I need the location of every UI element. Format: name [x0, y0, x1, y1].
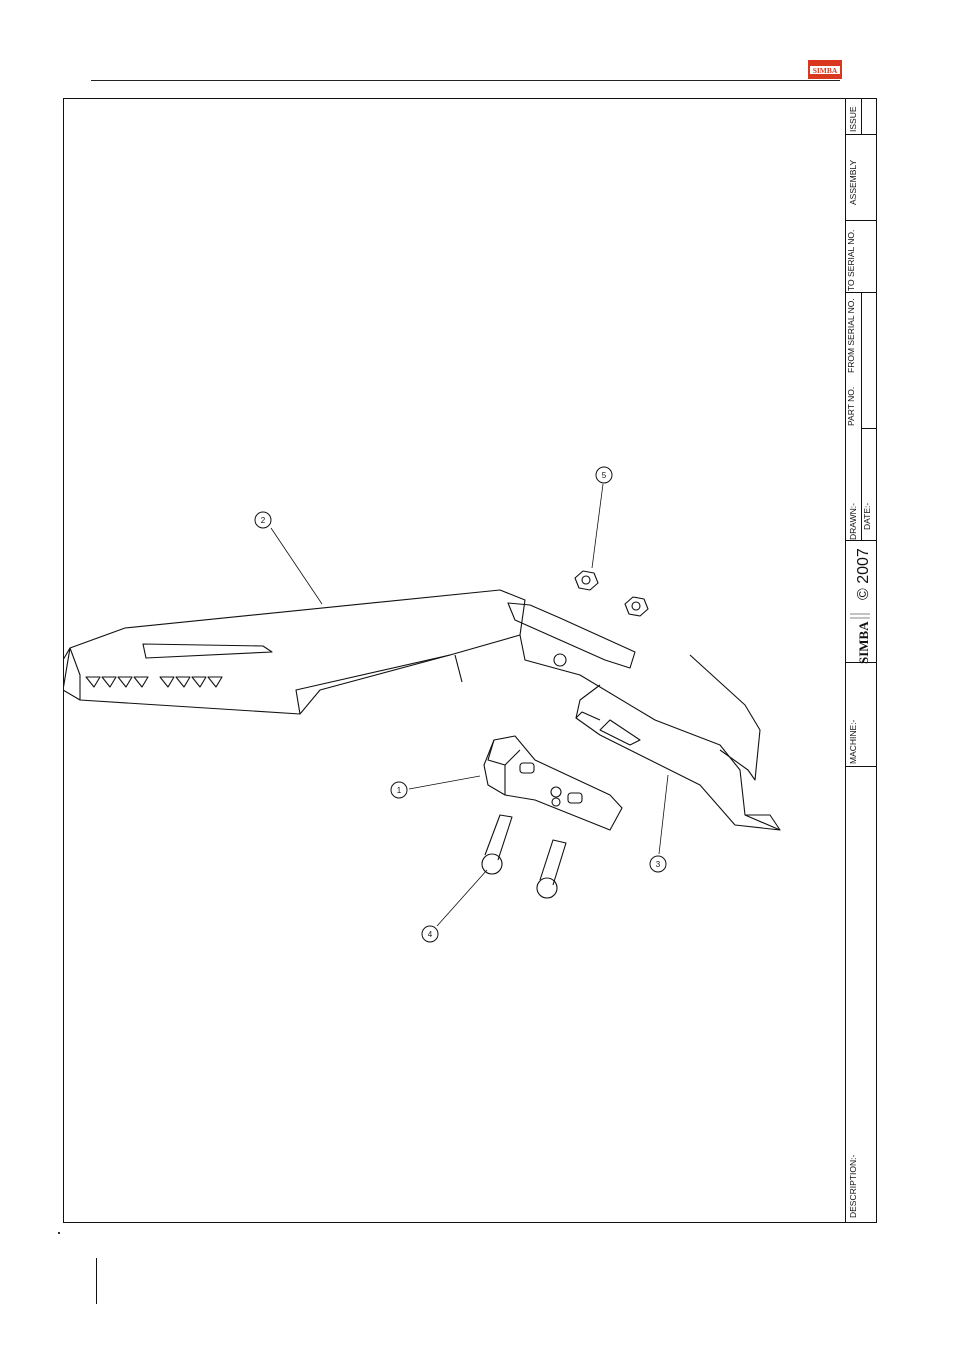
svg-text:3: 3: [656, 860, 661, 869]
title-block-rule: [861, 428, 877, 429]
date-label: DATE:-: [862, 503, 872, 530]
parts-drawing: 2 5 1 3 4: [63, 98, 845, 1223]
callout-3: 3: [650, 856, 666, 872]
header-rule: [91, 80, 840, 81]
svg-text:4: 4: [428, 930, 433, 939]
title-block-rule: [861, 98, 862, 134]
description-label: DESCRIPTION:-: [848, 1155, 858, 1218]
title-logo-text: SIMBA: [856, 621, 871, 664]
title-block-rule: [845, 220, 877, 221]
leg-holes: [86, 677, 222, 687]
simba-logo: SIMBA: [808, 60, 842, 79]
nut-part: [575, 571, 648, 616]
copyright-text: © 2007: [855, 548, 873, 600]
title-block-rule: [861, 292, 862, 428]
from-serial-label: FROM SERIAL NO.: [846, 298, 856, 373]
logo-text: SIMBA: [813, 66, 838, 75]
footer-margin-line: [96, 1258, 97, 1304]
part-no-label: PART NO.: [846, 387, 856, 426]
issue-label: ISSUE: [848, 106, 858, 132]
simba-logo-title-block: SIMBA: [848, 610, 872, 666]
drawn-label: DRAWN:-: [848, 503, 858, 540]
callout-2: 2: [255, 512, 271, 528]
machine-label: MACHINE:-: [848, 720, 858, 764]
title-block-rule: [845, 766, 877, 767]
to-serial-label: TO SERIAL NO.: [846, 230, 856, 291]
bolt-part: [482, 815, 566, 898]
leader-lines: [271, 484, 668, 926]
callout-1: 1: [391, 782, 407, 798]
title-block-rule: [845, 134, 877, 135]
svg-text:2: 2: [261, 516, 266, 525]
footer-dot: [58, 1232, 60, 1234]
assembly-label: ASSEMBLY: [848, 160, 858, 205]
callout-5: 5: [596, 467, 612, 483]
leg-part: [63, 590, 525, 714]
title-block-rule: [845, 540, 877, 541]
point-part: [508, 603, 780, 830]
svg-text:5: 5: [602, 471, 607, 480]
callout-4: 4: [422, 926, 438, 942]
svg-text:1: 1: [397, 786, 402, 795]
